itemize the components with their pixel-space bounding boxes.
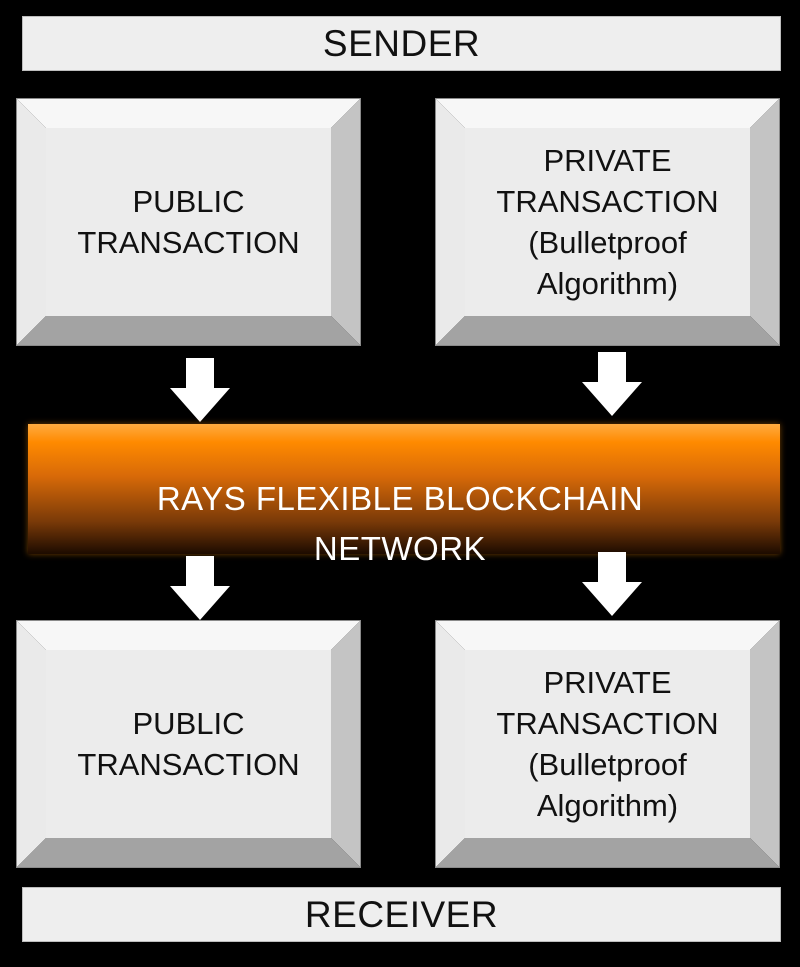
down-arrow-icon	[170, 358, 230, 422]
sender-label: SENDER	[322, 22, 481, 64]
top-private-transaction-text: PRIVATE TRANSACTION (Bulletproof Algorit…	[465, 128, 750, 316]
top-public-transaction-text: PUBLIC TRANSACTION	[46, 128, 331, 316]
box-line: PUBLIC	[132, 706, 245, 741]
receiver-banner: RECEIVER	[22, 887, 781, 942]
bottom-private-transaction-box: PRIVATE TRANSACTION (Bulletproof Algorit…	[435, 620, 780, 868]
down-arrow-icon	[582, 352, 642, 416]
down-arrow-icon	[582, 552, 642, 616]
bottom-private-transaction-text: PRIVATE TRANSACTION (Bulletproof Algorit…	[465, 650, 750, 838]
box-line: PRIVATE	[543, 143, 672, 178]
bevel-frame	[435, 98, 780, 346]
box-line: TRANSACTION	[496, 184, 719, 219]
top-private-transaction-box: PRIVATE TRANSACTION (Bulletproof Algorit…	[435, 98, 780, 346]
box-line: (Bulletproof	[528, 225, 687, 260]
bevel-frame	[16, 98, 361, 346]
box-line: Algorithm)	[536, 266, 679, 301]
sender-banner: SENDER	[22, 16, 781, 71]
bottom-public-transaction-text: PUBLIC TRANSACTION	[46, 650, 331, 838]
top-public-transaction-box: PUBLIC TRANSACTION	[16, 98, 361, 346]
blockchain-network-bar	[28, 424, 780, 554]
network-line: RAYS FLEXIBLE BLOCKCHAIN	[156, 480, 644, 517]
blockchain-network-label: RAYS FLEXIBLE BLOCKCHAIN NETWORK	[150, 474, 650, 574]
bevel-frame	[16, 620, 361, 868]
box-line: PUBLIC	[132, 184, 245, 219]
box-line: TRANSACTION	[77, 747, 300, 782]
box-line: (Bulletproof	[528, 747, 687, 782]
down-arrow-icon	[170, 556, 230, 620]
box-line: PRIVATE	[543, 665, 672, 700]
box-line: TRANSACTION	[496, 706, 719, 741]
receiver-label: RECEIVER	[304, 893, 499, 935]
box-line: Algorithm)	[536, 788, 679, 823]
box-line: TRANSACTION	[77, 225, 300, 260]
bevel-frame	[435, 620, 780, 868]
bottom-public-transaction-box: PUBLIC TRANSACTION	[16, 620, 361, 868]
network-line: NETWORK	[313, 530, 487, 567]
